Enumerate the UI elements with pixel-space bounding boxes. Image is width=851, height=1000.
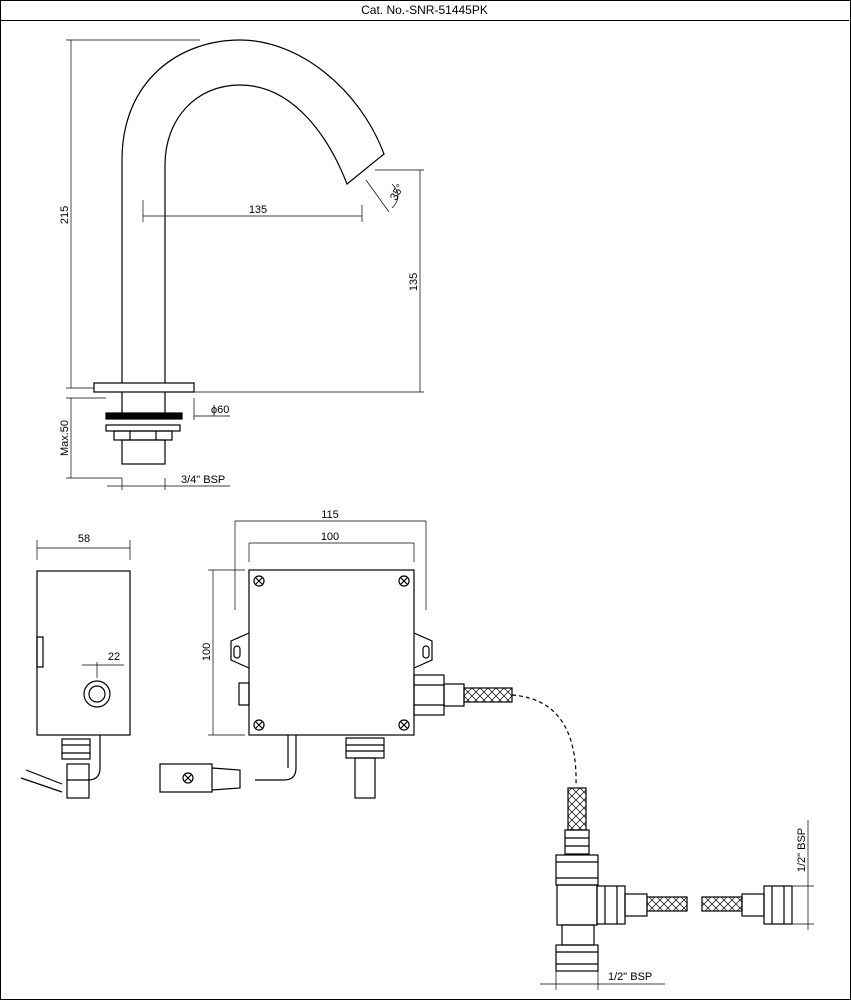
hose-assembly bbox=[463, 687, 793, 972]
dim-box-inner-width: 100 bbox=[321, 531, 339, 543]
braided-hose-horizontal bbox=[646, 896, 688, 912]
outlet-nut bbox=[413, 674, 445, 716]
title-bar: Cat. No.-SNR-51445PK bbox=[0, 0, 849, 21]
screw-icon bbox=[253, 575, 265, 587]
washer bbox=[105, 412, 183, 420]
spout-dimensions bbox=[66, 39, 424, 490]
braided-hose-vertical bbox=[567, 787, 587, 831]
dim-spout-reach: 135 bbox=[249, 204, 267, 216]
control-box bbox=[159, 569, 465, 799]
dim-spout-height: 135 bbox=[408, 273, 420, 291]
inlet-stub bbox=[121, 439, 166, 465]
dim-box-height: 100 bbox=[201, 643, 213, 661]
dim-tee-side-thread: 1/2" BSP bbox=[796, 828, 808, 872]
lock-nut bbox=[113, 430, 173, 441]
sensor-unit bbox=[20, 570, 131, 799]
dim-inlet-thread: 3/4" BSP bbox=[181, 474, 225, 486]
spout-body bbox=[121, 39, 385, 383]
catalog-number: Cat. No.-SNR-51445PK bbox=[361, 3, 488, 17]
dim-base-diameter: ϕ60 bbox=[211, 404, 229, 416]
dim-tee-bottom-thread: 1/2" BSP bbox=[608, 971, 652, 983]
dim-box-outer-width: 115 bbox=[321, 509, 339, 521]
dim-sensor-window: 22 bbox=[108, 651, 120, 663]
dim-max-deck: Max.50 bbox=[59, 420, 71, 456]
dim-overall-height: 215 bbox=[59, 206, 71, 224]
cable-connector bbox=[159, 763, 213, 793]
dim-sensor-width: 58 bbox=[78, 533, 90, 545]
inlet-nut bbox=[345, 737, 385, 759]
control-box-dimensions bbox=[208, 520, 427, 736]
braided-hose bbox=[463, 687, 513, 703]
control-box-body bbox=[248, 569, 415, 736]
dim-spout-angle: 35° bbox=[388, 182, 407, 202]
tee-dimensions bbox=[540, 820, 814, 990]
sensor-dimensions bbox=[36, 540, 131, 678]
tee-fitting bbox=[555, 854, 599, 886]
spout-base-plate bbox=[93, 382, 195, 393]
sensor-window-icon bbox=[83, 680, 111, 708]
spout-elevation bbox=[93, 39, 385, 465]
